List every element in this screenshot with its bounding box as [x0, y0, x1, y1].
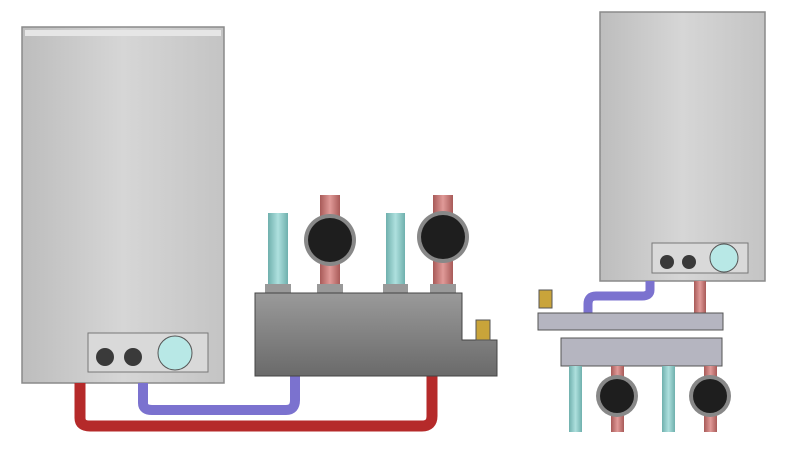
left-boiler [21, 26, 225, 384]
manifold-upper [537, 312, 724, 331]
left-hot-pipe [74, 376, 438, 432]
riser-cold-2 [386, 213, 405, 293]
left-cold-pipe [138, 376, 300, 415]
nut [383, 284, 408, 293]
left-knob-1 [96, 348, 114, 366]
pump-1 [304, 214, 356, 266]
nut [430, 284, 456, 293]
right-air-vent [538, 289, 553, 309]
pump-2 [417, 211, 469, 263]
riser-cold-1 [268, 213, 288, 293]
right-boiler [599, 11, 766, 282]
left-boiler-top-edge [25, 30, 221, 36]
pump-4 [689, 375, 731, 417]
right-knob-1 [660, 255, 674, 269]
right-boiler-body [599, 11, 766, 282]
nut [265, 284, 291, 293]
right-display [709, 243, 739, 273]
manifold-lower [560, 337, 723, 367]
right-hot-pipe [694, 281, 706, 313]
out-cold-1 [569, 366, 582, 432]
hydraulic-separator [254, 292, 498, 377]
left-display [157, 335, 193, 371]
air-vent-valve [475, 319, 491, 341]
right-cold-pipe [583, 281, 655, 313]
out-cold-2 [662, 366, 675, 432]
nut [317, 284, 343, 293]
right-knob-2 [682, 255, 696, 269]
pump-3 [596, 375, 638, 417]
left-knob-2 [124, 348, 142, 366]
left-boiler-body [21, 26, 225, 384]
